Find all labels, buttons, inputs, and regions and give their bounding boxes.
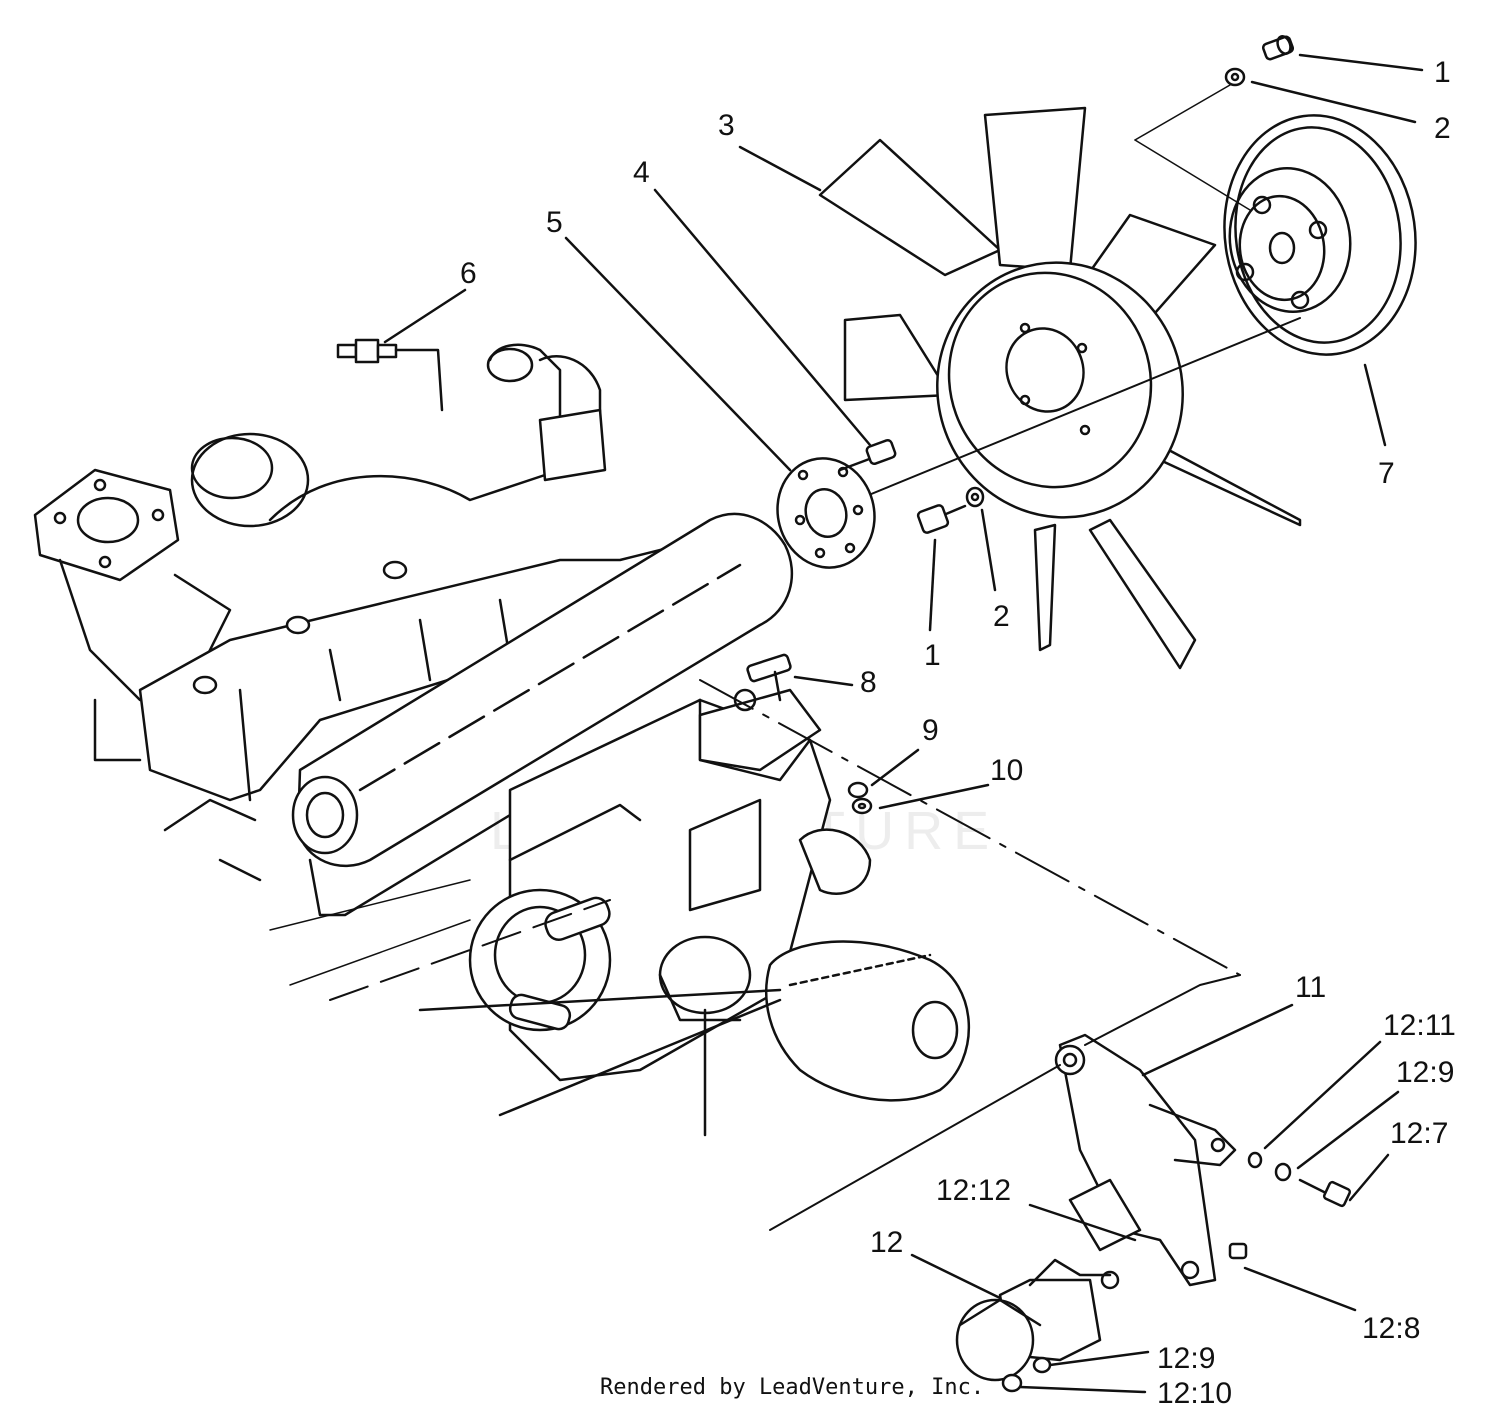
- callout-5: 5: [546, 206, 563, 239]
- solenoid-12[interactable]: [955, 1178, 1142, 1382]
- fan-pulley-hub[interactable]: [1209, 103, 1431, 367]
- washer-10[interactable]: [851, 797, 873, 815]
- bolt-1-lower[interactable]: [916, 504, 967, 534]
- fan-assembly[interactable]: [818, 106, 1302, 670]
- leader-lines: [383, 53, 1424, 1394]
- callout-10: 10: [990, 754, 1023, 787]
- callout-12: 12: [870, 1226, 903, 1259]
- fan-blade: [818, 138, 1002, 277]
- bolt-12-8[interactable]: [1228, 1242, 1248, 1260]
- fan-axis-line: [819, 317, 1301, 516]
- fan-axis-line: [1134, 139, 1251, 211]
- fan-blade: [1088, 518, 1197, 670]
- bolt-1-top[interactable]: [1261, 34, 1295, 61]
- washer-2-top[interactable]: [1224, 67, 1246, 87]
- callout-11: 11: [1295, 971, 1326, 1004]
- washer-2-lower[interactable]: [965, 486, 985, 508]
- nut-12-10[interactable]: [1001, 1373, 1023, 1393]
- fan-hub-ring: [936, 261, 1184, 519]
- spacer-plate-5[interactable]: [765, 447, 886, 578]
- temperature-sender-6[interactable]: [336, 338, 444, 412]
- render-credit: Rendered by LeadVenture, Inc.: [600, 1375, 985, 1400]
- callout-12-9-lower: 12:9: [1157, 1342, 1215, 1375]
- nut-9[interactable]: [847, 781, 869, 799]
- fan-blade: [983, 106, 1087, 272]
- callout-3: 3: [718, 109, 735, 142]
- callout-1-lower: 1: [924, 639, 941, 672]
- callout-12-7: 12:7: [1390, 1117, 1448, 1150]
- callout-7: 7: [1378, 457, 1395, 490]
- callout-4: 4: [633, 156, 650, 189]
- callout-labels: 1 2 3 4 5 6 7 1 2 8 9 10 11 12:11 12:9 1…: [460, 56, 1456, 1410]
- bolt-12-7[interactable]: [1298, 1178, 1352, 1208]
- callout-9: 9: [922, 714, 939, 747]
- assembly-guide-line: [329, 899, 611, 1001]
- fan-blade: [1033, 523, 1057, 652]
- fan-blade: [1148, 438, 1302, 527]
- callout-2: 2: [1434, 112, 1451, 145]
- throttle-cable: [769, 1064, 1061, 1231]
- throttle-cable[interactable]: [1084, 974, 1241, 1046]
- callout-12-8: 12:8: [1362, 1312, 1420, 1345]
- callout-12-11: 12:11: [1383, 1009, 1456, 1042]
- fan-blade: [843, 313, 952, 402]
- callout-8: 8: [860, 666, 877, 699]
- fan-center-hole: [1005, 327, 1085, 413]
- callout-12-9-upper: 12:9: [1396, 1056, 1454, 1089]
- washer-12-11[interactable]: [1247, 1151, 1263, 1169]
- fan-hub-inner: [947, 271, 1153, 489]
- engine-block: [33, 343, 970, 1137]
- washer-12-9-upper[interactable]: [1274, 1162, 1292, 1182]
- bolt-4[interactable]: [838, 438, 897, 472]
- callout-1: 1: [1434, 56, 1451, 89]
- washer-12-9-lower[interactable]: [1032, 1356, 1052, 1374]
- assembly-guide-line: [699, 679, 1241, 976]
- callout-12-12: 12:12: [936, 1174, 1011, 1207]
- callout-6: 6: [460, 257, 477, 290]
- callout-12-10: 12:10: [1157, 1377, 1232, 1410]
- fan-axis-line: [1134, 84, 1231, 141]
- callout-2-lower: 2: [993, 600, 1010, 633]
- sensor-8[interactable]: [746, 653, 792, 702]
